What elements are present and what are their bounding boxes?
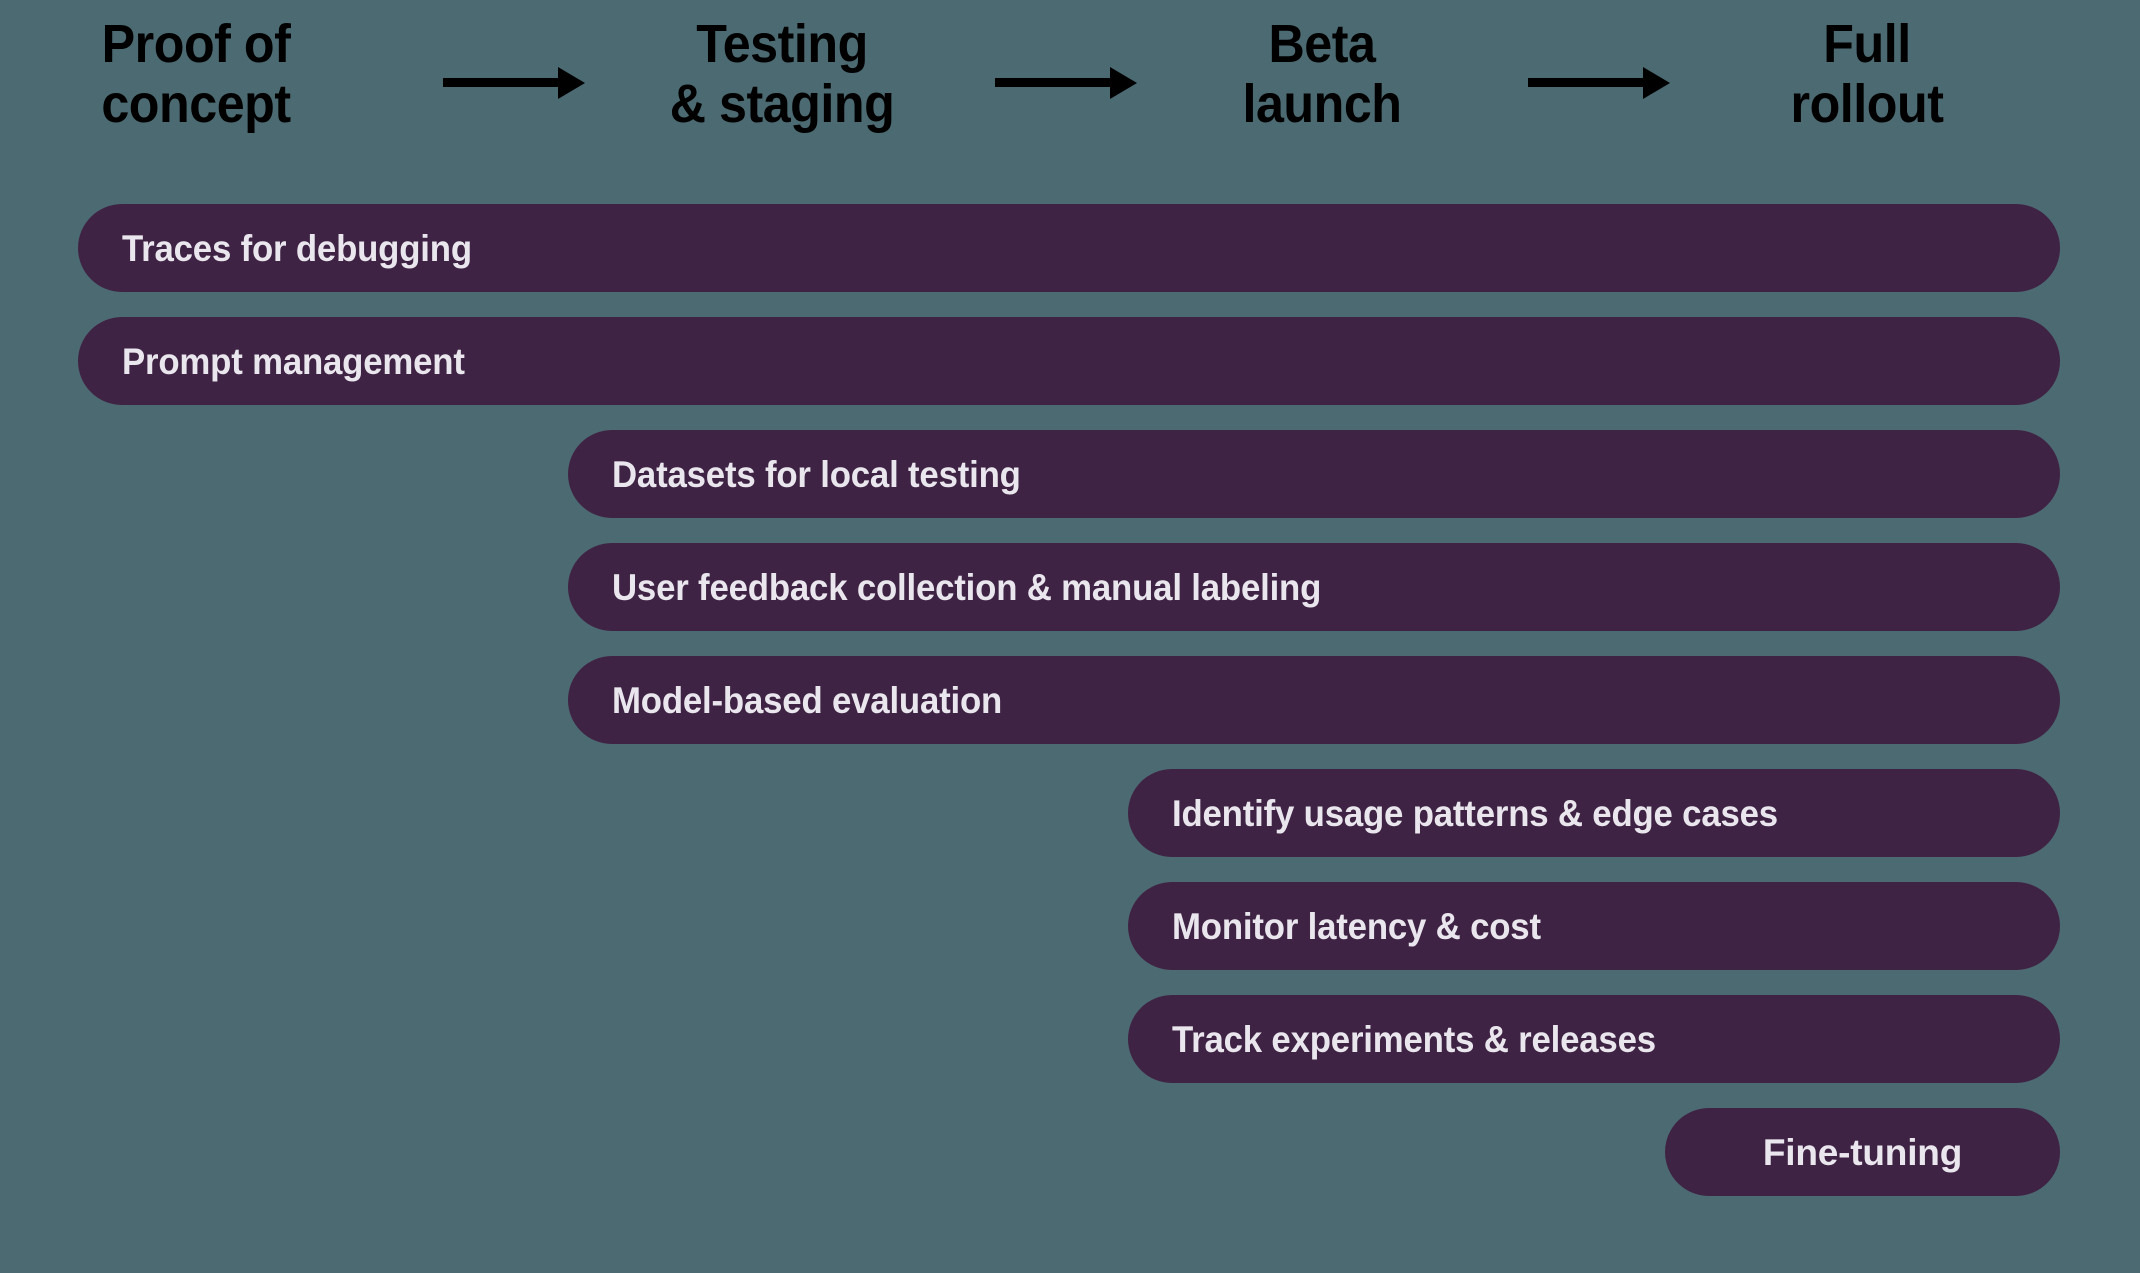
- arrow-shaft: [1528, 78, 1646, 87]
- arrow-head: [1643, 67, 1670, 99]
- arrow-shaft: [995, 78, 1113, 87]
- phase-label-line-1: Full: [1823, 14, 1911, 74]
- phase-label-line-2: rollout: [1790, 74, 1944, 135]
- phase-label-line-1: Testing: [696, 14, 868, 74]
- phase-label-line-2: launch: [1242, 74, 1402, 135]
- arrow-head: [558, 67, 585, 99]
- phase-label-line-2: concept: [101, 74, 291, 135]
- capability-bar-traces-for-debugging[interactable]: Traces for debugging: [78, 204, 2060, 292]
- phase-label-testing-staging: Testing& staging: [503, 14, 1061, 135]
- capability-bar-prompt-management[interactable]: Prompt management: [78, 317, 2060, 405]
- phase-arrow-icon: [443, 67, 585, 99]
- capability-bar-identify-usage-patterns[interactable]: Identify usage patterns & edge cases: [1128, 769, 2060, 857]
- capability-bar-label: Track experiments & releases: [1172, 1018, 1656, 1060]
- capability-bar-user-feedback-collection[interactable]: User feedback collection & manual labeli…: [568, 543, 2060, 631]
- capability-bar-model-based-evaluation[interactable]: Model-based evaluation: [568, 656, 2060, 744]
- capability-bar-monitor-latency-cost[interactable]: Monitor latency & cost: [1128, 882, 2060, 970]
- capability-bar-datasets-for-local-testing[interactable]: Datasets for local testing: [568, 430, 2060, 518]
- capability-bar-fine-tuning[interactable]: Fine-tuning: [1665, 1108, 2060, 1196]
- capability-bar-label: Monitor latency & cost: [1172, 905, 1541, 947]
- capability-bar-label: Prompt management: [122, 340, 465, 382]
- phase-label-line-2: & staging: [669, 74, 895, 135]
- phase-arrow-icon: [1528, 67, 1670, 99]
- arrow-head: [1110, 67, 1137, 99]
- arrow-shaft: [443, 78, 561, 87]
- capability-bar-label: Datasets for local testing: [612, 453, 1021, 495]
- phase-arrow-icon: [995, 67, 1137, 99]
- capability-bar-label: Identify usage patterns & edge cases: [1172, 792, 1778, 834]
- phase-label-line-1: Proof of: [101, 14, 291, 74]
- capability-bar-track-experiments-releases[interactable]: Track experiments & releases: [1128, 995, 2060, 1083]
- capability-bar-label: Model-based evaluation: [612, 679, 1003, 721]
- capability-bar-label: User feedback collection & manual labeli…: [612, 566, 1322, 608]
- capability-bar-label: Fine-tuning: [1762, 1131, 1963, 1173]
- phase-label-line-1: Beta: [1268, 14, 1376, 74]
- capability-bar-label: Traces for debugging: [122, 227, 472, 269]
